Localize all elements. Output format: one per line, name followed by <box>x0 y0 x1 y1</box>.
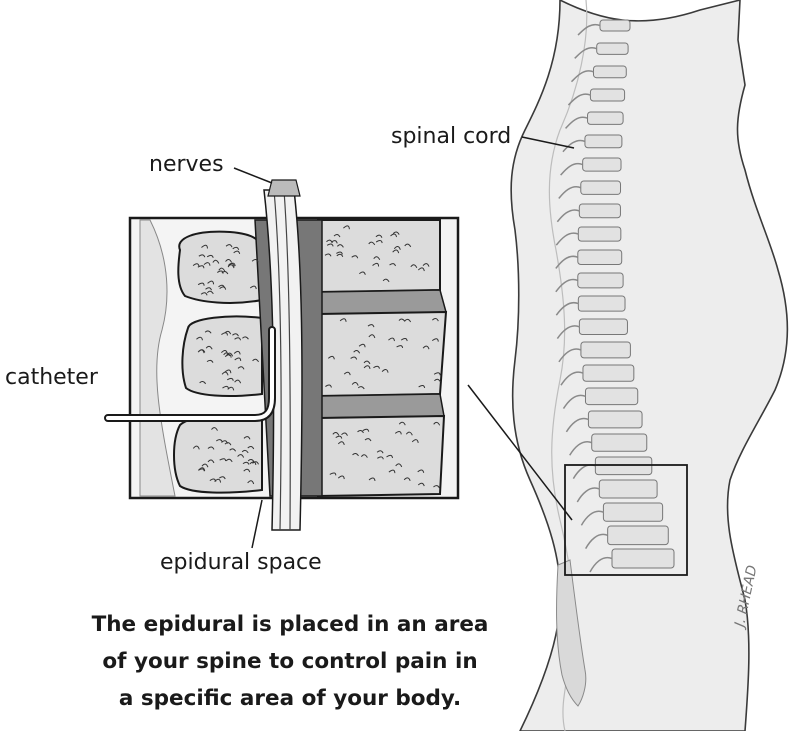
vertebra <box>599 480 657 498</box>
vertebra <box>578 273 623 288</box>
vertebra <box>592 434 647 451</box>
caption: The epidural is placed in an area of you… <box>70 606 510 717</box>
intervertebral-disc <box>318 290 446 314</box>
caption-line: a specific area of your body. <box>70 680 510 717</box>
vertebra <box>578 250 622 264</box>
vertebra <box>578 296 625 311</box>
intervertebral-disc <box>318 394 444 418</box>
caption-line: The epidural is placed in an area <box>70 606 510 643</box>
vertebra <box>579 204 620 218</box>
caption-line: of your spine to control pain in <box>70 643 510 680</box>
epidural-space-leader <box>252 500 262 548</box>
vertebra <box>600 20 630 31</box>
nerves-leader <box>234 168 272 183</box>
vertebra <box>612 549 674 568</box>
vertebra <box>583 365 634 381</box>
vertebra <box>590 89 624 101</box>
epidural-space-label: epidural space <box>160 550 322 575</box>
vertebra <box>588 411 642 428</box>
vertebra <box>583 158 621 171</box>
nerves-label: nerves <box>149 152 224 177</box>
vertebra <box>597 43 628 54</box>
vertebra <box>593 66 626 78</box>
vertebra <box>603 503 662 521</box>
vertebra <box>585 135 622 148</box>
vertebra <box>585 388 637 405</box>
spinal-cord-label: spinal cord <box>391 124 511 149</box>
vertebral-bodies <box>318 220 446 496</box>
vertebra <box>588 112 624 124</box>
vertebra <box>581 181 621 194</box>
vertebra <box>608 526 669 545</box>
catheter-label: catheter <box>5 365 98 390</box>
vertebra <box>579 319 627 335</box>
spinous-processes <box>174 232 262 493</box>
vertebra <box>578 227 621 241</box>
spine-cross-section-inset <box>108 180 458 530</box>
vertebra <box>581 342 630 358</box>
nerve-bundle-top <box>268 180 300 196</box>
